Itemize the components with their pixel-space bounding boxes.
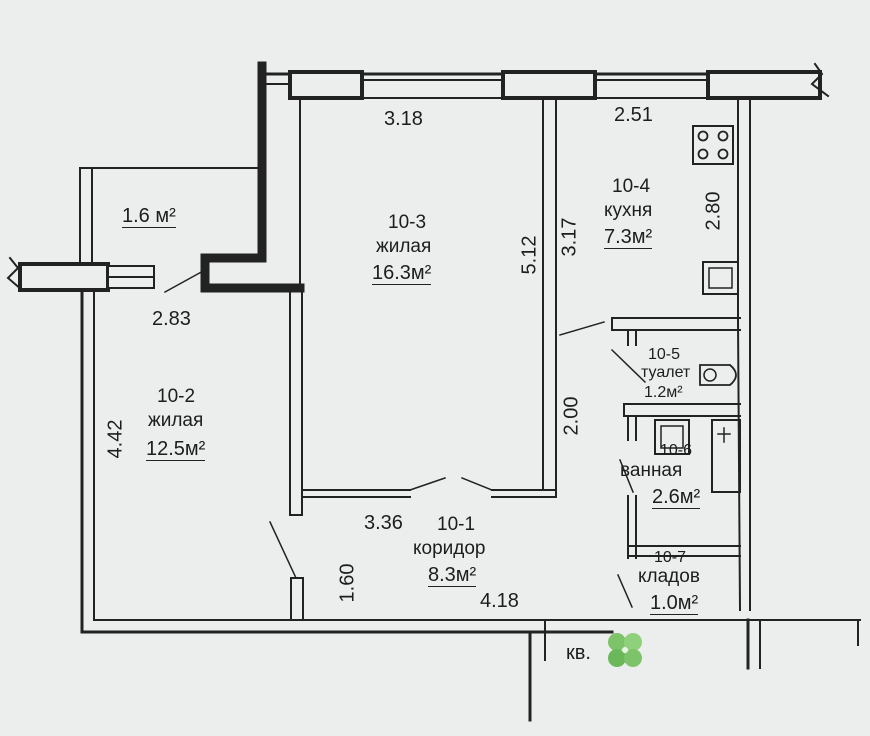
balcony-area: 1.6 м² — [122, 205, 176, 228]
room-10-7-name: кладов — [638, 566, 700, 587]
room-10-1-name: коридор — [413, 538, 486, 559]
room-10-3-name: жилая — [376, 236, 432, 257]
room-10-2-id: 10-2 — [157, 386, 196, 407]
window-2 — [501, 70, 597, 100]
clover-icon — [608, 633, 642, 667]
dim-5-12: 5.12 — [518, 235, 541, 275]
room-10-3-id: 10-3 — [388, 212, 427, 233]
dim-2-80: 2.80 — [702, 191, 725, 231]
room-10-4-id: 10-4 — [612, 176, 651, 197]
break-top-right — [810, 62, 830, 98]
dim-4-18: 4.18 — [480, 590, 519, 612]
room-10-4-name: кухня — [604, 200, 653, 221]
kitchen-sink — [702, 261, 739, 295]
room-10-1-area: 8.3м² — [428, 564, 477, 587]
break-left — [6, 256, 24, 292]
dim-3-17: 3.17 — [558, 217, 581, 257]
room-10-3-area: 16.3м² — [372, 262, 432, 285]
entrance-label: кв. — [566, 642, 591, 664]
room-10-6-name: ванная — [620, 460, 683, 481]
balcony-door — [18, 262, 110, 292]
window-1 — [288, 70, 364, 100]
bathtub — [711, 419, 741, 493]
dim-2-83: 2.83 — [152, 308, 191, 330]
room-10-5-id: 10-5 — [648, 346, 681, 363]
dim-1-60: 1.60 — [336, 563, 359, 603]
room-10-6-id: 10-6 — [660, 442, 693, 459]
room-10-2-name: жилая — [148, 410, 204, 431]
dim-4-42: 4.42 — [104, 419, 127, 459]
dim-2-00: 2.00 — [560, 396, 583, 436]
room-10-5-area: 1.2м² — [644, 382, 683, 405]
room-10-2-area: 12.5м² — [146, 438, 206, 461]
wall-thick-left-room — [200, 61, 305, 293]
dim-2-51: 2.51 — [614, 104, 653, 126]
dim-3-18: 3.18 — [384, 108, 423, 130]
room-10-5-name: туалет — [641, 364, 691, 381]
room-10-7-area: 1.0м² — [650, 592, 699, 615]
room-10-4-area: 7.3м² — [604, 226, 653, 249]
room-10-6-area: 2.6м² — [652, 486, 701, 509]
toilet — [699, 364, 737, 386]
dim-3-36: 3.36 — [364, 512, 403, 534]
window-3 — [706, 70, 822, 100]
room-10-7-id: 10-7 — [654, 549, 687, 566]
room-10-1-id: 10-1 — [437, 514, 476, 535]
stove — [692, 125, 734, 165]
bath-sink — [654, 419, 690, 455]
